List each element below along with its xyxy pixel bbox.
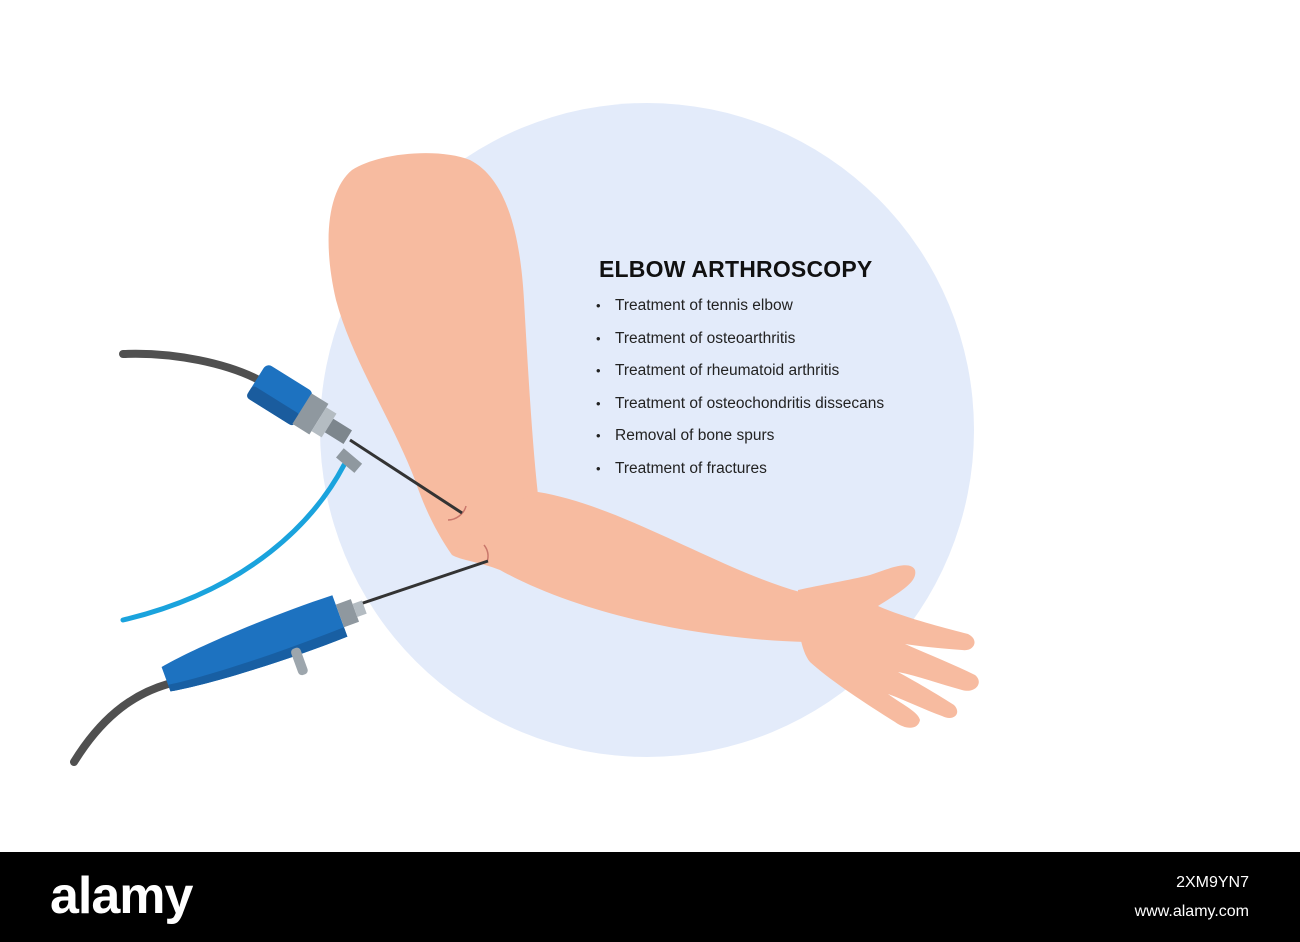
list-item: • Treatment of osteoarthritis [596,326,884,359]
list-item-label: Treatment of osteoarthritis [615,329,796,347]
list-item-label: Treatment of osteochondritis dissecans [615,394,885,412]
bullet-dot: • [596,460,601,476]
hand [797,565,979,728]
bullet-dot: • [596,363,601,379]
shaver-handpiece-icon [70,559,489,766]
list-item: • Treatment of tennis elbow [596,293,884,326]
diagram-title: ELBOW ARTHROSCOPY [599,256,873,282]
camera-cable [119,349,272,389]
camera-coupler [292,393,329,435]
list-item: • Removal of bone spurs [596,423,884,456]
elbow-arthroscopy-illustration [70,103,979,766]
incision-upper [447,505,467,521]
arthroscope-camera-icon [119,349,463,623]
list-item: • Treatment of fractures [596,456,884,489]
bullet-dot: • [596,428,601,444]
bullet-dot: • [596,298,601,313]
image-url: www.alamy.com [1134,903,1249,920]
light-post [336,448,363,473]
list-item-label: Treatment of rheumatoid arthritis [615,362,840,380]
list-item: • Treatment of rheumatoid arthritis [596,358,884,391]
shaver-nose [335,599,360,628]
list-item-label: Treatment of tennis elbow [615,297,793,314]
coupler-ring [311,407,337,438]
treatment-list: • Treatment of tennis elbow • Treatment of… [596,293,884,489]
camera-head-shade [247,386,299,426]
bullet-dot: • [596,395,601,411]
scope-sheath [324,418,352,444]
shaver-body-shade [168,627,348,692]
upper-arm [328,153,538,556]
arm [328,153,979,728]
scope-rod [349,438,463,515]
forearm [452,492,806,642]
brand-logo: alamy [50,867,193,925]
shaver-tip-collar [352,600,367,618]
bullet-dot: • [596,330,601,346]
list-item-label: Removal of bone spurs [615,427,775,445]
shaver-body [161,595,348,692]
list-item-label: Treatment of fractures [615,459,767,477]
watermark-footer: alamy 2XM9YN7 www.alamy.com [0,852,1300,942]
camera-head [247,365,312,425]
light-cable [120,462,347,623]
image-id: 2XM9YN7 [1176,874,1249,891]
shaver-cable [70,680,172,766]
shaver-lever [291,647,308,676]
list-item: • Treatment of osteochondritis dissecans [596,391,884,424]
shaver-blade [359,559,489,606]
